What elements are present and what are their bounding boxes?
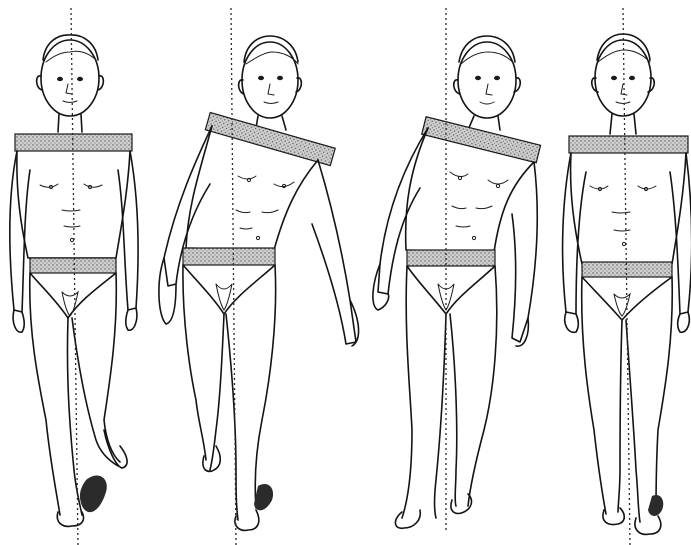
shoulder-band-2 [205, 112, 335, 165]
head-3 [454, 36, 521, 118]
center-axis-1 [71, 8, 78, 545]
center-axis-2 [231, 8, 236, 545]
hip-band-3 [407, 250, 495, 266]
figure-4 [563, 8, 691, 545]
figure-1 [10, 8, 138, 545]
figure-2 [159, 8, 359, 545]
head-2 [239, 36, 302, 118]
figure-3 [373, 8, 541, 530]
shoulder-band-3 [422, 117, 541, 163]
hip-band-2 [183, 248, 275, 265]
head-1 [37, 35, 104, 116]
hip-band-1 [30, 258, 116, 273]
head-4 [592, 34, 655, 116]
shoulder-band-4 [569, 136, 688, 153]
shoulder-band-1 [15, 134, 132, 151]
